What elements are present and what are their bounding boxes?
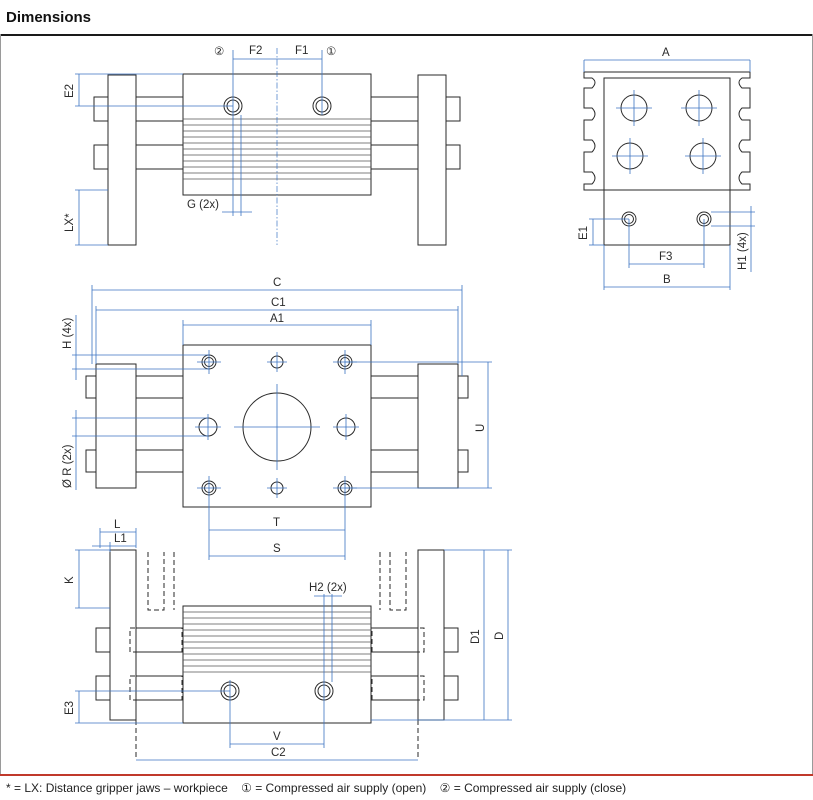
- view-top-right: [583, 59, 755, 290]
- view-bottom: [75, 528, 512, 761]
- label-e1: E1: [578, 226, 590, 240]
- label-c2: C2: [271, 747, 286, 759]
- label-v: V: [273, 731, 281, 743]
- label-g: G (2x): [187, 199, 219, 211]
- label-f2: F2: [249, 45, 262, 57]
- label-d1: D1: [470, 629, 482, 644]
- label-t: T: [273, 517, 280, 529]
- label-a1: A1: [270, 313, 284, 325]
- label-h2: H2 (2x): [309, 582, 347, 594]
- label-k: K: [64, 576, 76, 584]
- footnote-close: ② = Compressed air supply (close): [439, 781, 627, 795]
- label-e2: E2: [64, 84, 76, 98]
- port-open-label: ①: [326, 46, 336, 58]
- view-top-left: [75, 48, 461, 246]
- label-f3: F3: [659, 251, 672, 263]
- label-l: L: [114, 519, 121, 531]
- footer-divider: [0, 774, 813, 776]
- label-lx: LX*: [64, 213, 76, 232]
- port-close-label: ②: [214, 46, 224, 58]
- label-u: U: [475, 424, 487, 432]
- label-s: S: [273, 543, 281, 555]
- section-title: Dimensions: [6, 9, 92, 26]
- technical-drawing: ② F2 F1 ① G (2x) E2 LX* A E1 F3 B H1 (4x…: [62, 45, 755, 761]
- label-h1: H1 (4x): [737, 232, 749, 270]
- footnote-lx: * = LX: Distance gripper jaws – workpiec…: [6, 781, 228, 795]
- label-r: Ø R (2x): [62, 444, 74, 488]
- label-f1: F1: [295, 45, 308, 57]
- section-header: Dimensions: [0, 0, 813, 36]
- footnote-open: ① = Compressed air supply (open): [241, 781, 427, 795]
- label-c1: C1: [271, 297, 286, 309]
- label-a: A: [662, 47, 670, 59]
- label-h: H (4x): [62, 318, 74, 349]
- label-d: D: [494, 632, 506, 640]
- label-c: C: [273, 277, 281, 289]
- footnote: * = LX: Distance gripper jaws – workpiec…: [6, 781, 626, 795]
- label-b: B: [663, 274, 671, 286]
- label-l1: L1: [114, 533, 127, 545]
- label-e3: E3: [64, 701, 76, 715]
- view-middle: [72, 285, 492, 560]
